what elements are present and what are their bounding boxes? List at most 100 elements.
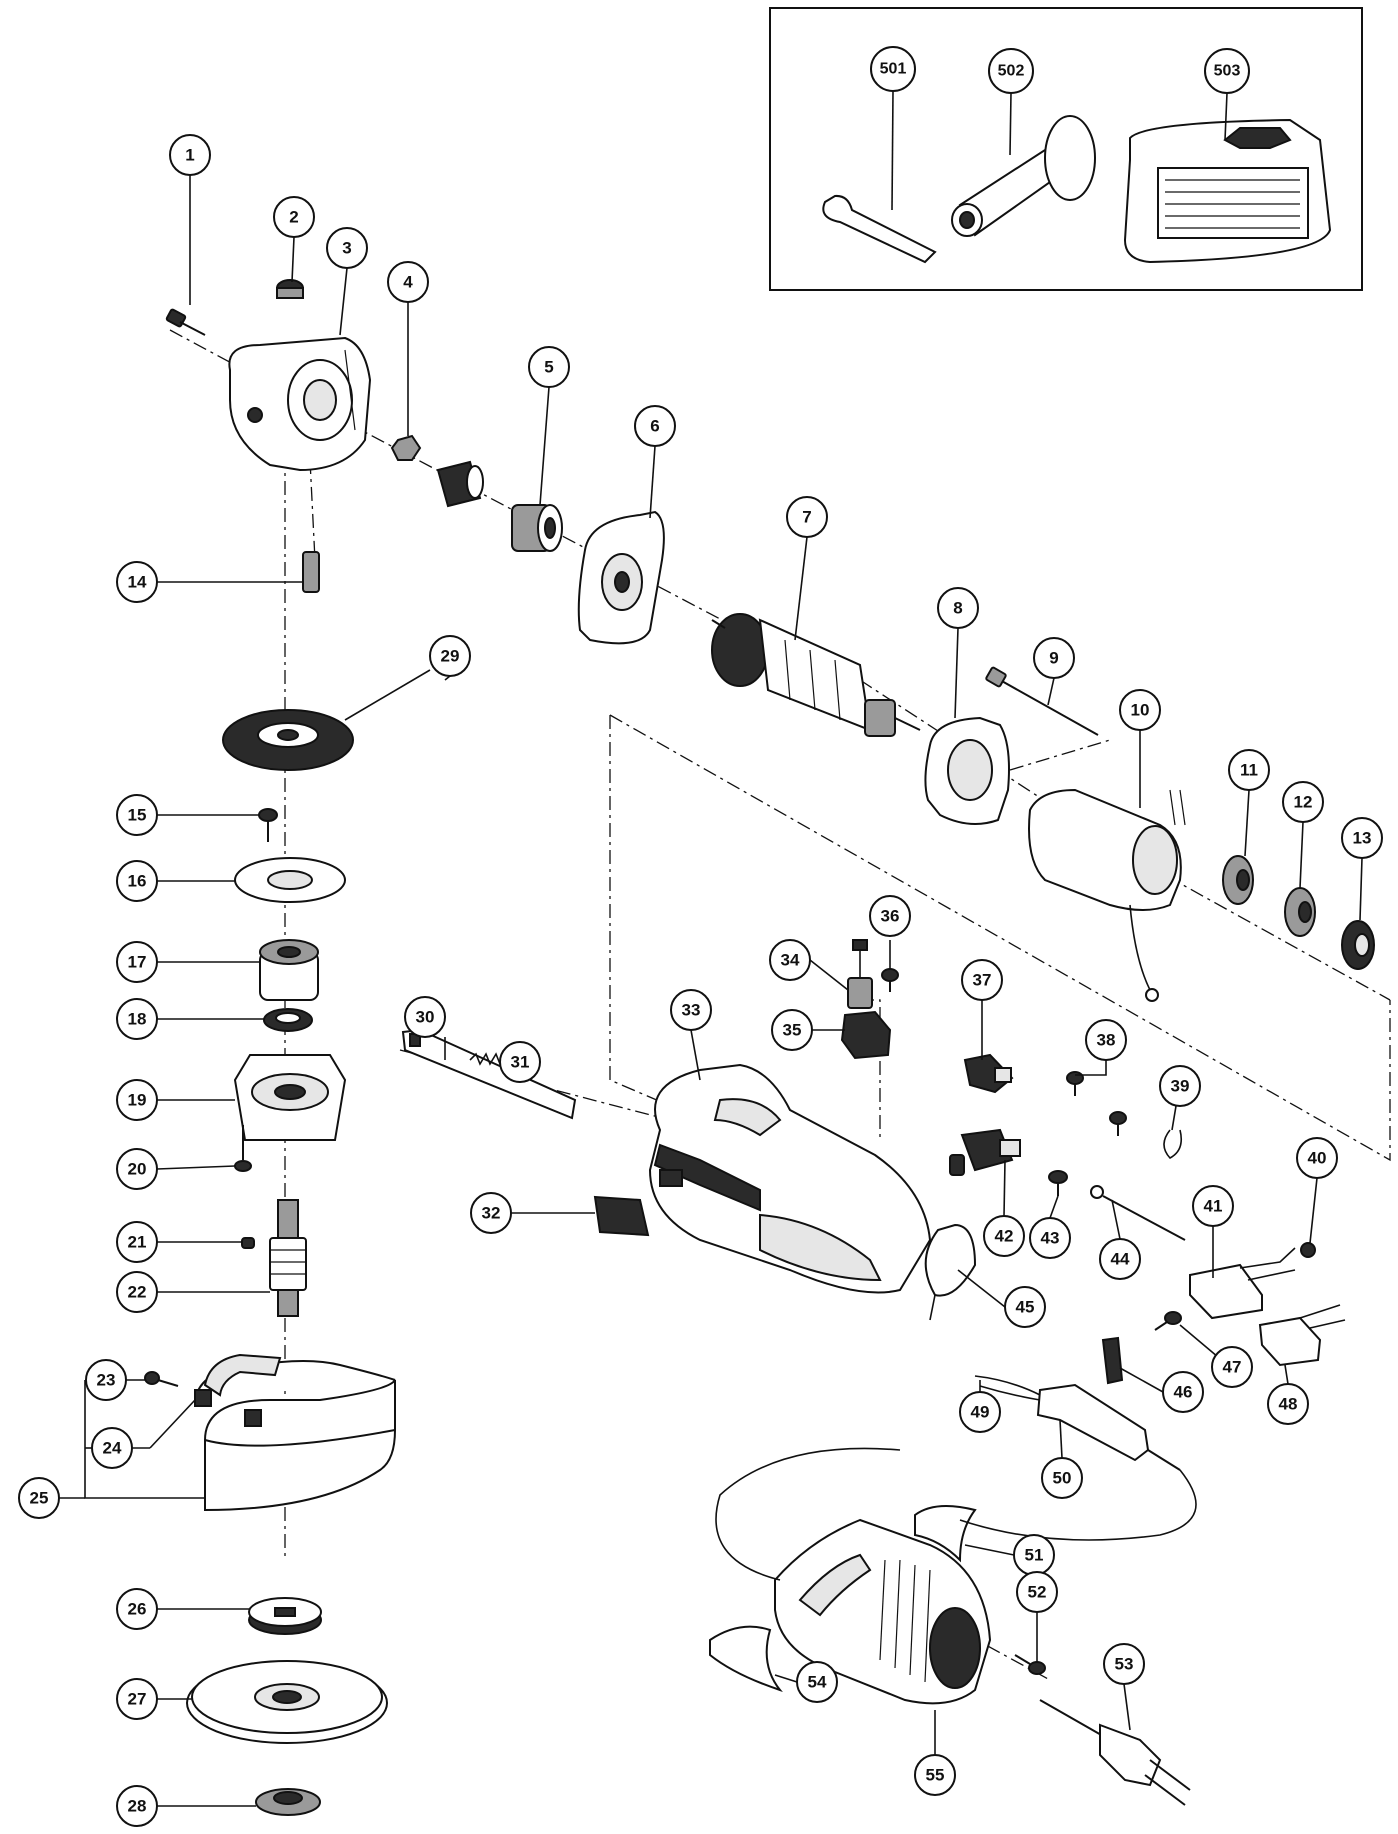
- svg-text:32: 32: [482, 1204, 501, 1223]
- svg-text:3: 3: [342, 239, 351, 258]
- part-7-armature: [711, 613, 921, 737]
- part-37-connector: [963, 1053, 1014, 1094]
- svg-text:1: 1: [185, 146, 194, 165]
- part-53-plug: [1039, 1699, 1191, 1806]
- callout-38: 38: [1085, 1019, 1127, 1061]
- svg-text:7: 7: [802, 508, 811, 527]
- svg-text:52: 52: [1028, 1583, 1047, 1602]
- callout-33: 33: [670, 989, 712, 1031]
- callout-24: 24: [91, 1427, 133, 1469]
- part-44-wire: [1090, 1185, 1186, 1241]
- callout-9: 9: [1033, 637, 1075, 679]
- callout-25: 25: [18, 1477, 60, 1519]
- leader-lines: [59, 90, 1363, 1807]
- accessory-box: [769, 7, 1363, 291]
- callout-17: 17: [116, 941, 158, 983]
- svg-text:34: 34: [781, 951, 800, 970]
- callout-26: 26: [116, 1588, 158, 1630]
- part-2-cap: [276, 279, 304, 299]
- part-11-bearing: [1222, 855, 1254, 905]
- svg-text:8: 8: [953, 599, 962, 618]
- part-18-seal: [263, 1008, 313, 1032]
- svg-text:13: 13: [1353, 829, 1372, 848]
- callout-42: 42: [983, 1215, 1025, 1257]
- callout-50: 50: [1041, 1457, 1083, 1499]
- callout-20: 20: [116, 1148, 158, 1190]
- part-13-ring: [1341, 920, 1375, 970]
- part-45-tie: [924, 1223, 977, 1321]
- callout-22: 22: [116, 1271, 158, 1313]
- svg-text:503: 503: [1214, 63, 1241, 80]
- svg-text:23: 23: [97, 1371, 116, 1390]
- part-52-screw: [1014, 1654, 1046, 1675]
- part-35-brush-holder: [840, 1010, 892, 1060]
- part-47-screw: [1154, 1311, 1182, 1331]
- svg-text:26: 26: [128, 1600, 147, 1619]
- part-3-gear-cover: [228, 336, 372, 472]
- callout-32: 32: [470, 1192, 512, 1234]
- part-503-case: [1123, 118, 1332, 264]
- part-8-brush-ring: [924, 716, 1010, 825]
- svg-text:47: 47: [1223, 1358, 1242, 1377]
- svg-text:39: 39: [1171, 1077, 1190, 1096]
- callout-52: 52: [1016, 1571, 1058, 1613]
- svg-text:15: 15: [128, 806, 147, 825]
- callout-37: 37: [961, 959, 1003, 1001]
- part-6-plate: [577, 510, 665, 645]
- svg-text:29: 29: [441, 647, 460, 666]
- callout-47: 47: [1211, 1346, 1253, 1388]
- part-9-bolt: [985, 666, 1099, 736]
- svg-text:51: 51: [1025, 1546, 1044, 1565]
- part-502-side-handle: [951, 115, 1096, 237]
- svg-text:25: 25: [30, 1489, 49, 1508]
- callout-27: 27: [116, 1678, 158, 1720]
- part-16-plate: [234, 857, 346, 903]
- part-26-flange: [248, 1597, 322, 1635]
- svg-text:19: 19: [128, 1091, 147, 1110]
- callout-36: 36: [869, 895, 911, 937]
- part-51-label: [914, 1505, 977, 1563]
- callout-21: 21: [116, 1221, 158, 1263]
- svg-text:54: 54: [808, 1673, 827, 1692]
- svg-text:21: 21: [128, 1233, 147, 1252]
- part-15-screw: [258, 808, 278, 842]
- part-27-wheel: [186, 1660, 388, 1744]
- bevel-gear: [222, 709, 354, 771]
- callout-3: 3: [326, 227, 368, 269]
- svg-text:27: 27: [128, 1690, 147, 1709]
- svg-text:6: 6: [650, 417, 659, 436]
- part-22-spindle: [269, 1199, 307, 1317]
- svg-text:35: 35: [783, 1021, 802, 1040]
- svg-text:30: 30: [416, 1008, 435, 1027]
- svg-text:42: 42: [995, 1227, 1014, 1246]
- part-39-clip: [1163, 1129, 1183, 1159]
- callout-10: 10: [1119, 689, 1161, 731]
- part-38-screws: [1066, 1071, 1127, 1136]
- callout-49: 49: [959, 1391, 1001, 1433]
- callout-40: 40: [1296, 1137, 1338, 1179]
- part-23-bolt: [144, 1371, 179, 1387]
- callout-55: 55: [914, 1754, 956, 1796]
- part-30-switch-bar: [401, 1028, 577, 1120]
- svg-text:14: 14: [128, 573, 147, 592]
- callout-4: 4: [387, 261, 429, 303]
- svg-text:31: 31: [511, 1053, 530, 1072]
- callout-8: 8: [937, 587, 979, 629]
- part-17-bearing: [259, 939, 319, 1001]
- svg-text:16: 16: [128, 872, 147, 891]
- callouts: 1 2 3 4 5 6 7 8 9 10 11 12 13 14 15 16 1…: [18, 46, 1383, 1827]
- parts: [144, 115, 1375, 1816]
- svg-text:50: 50: [1053, 1469, 1072, 1488]
- svg-text:22: 22: [128, 1283, 147, 1302]
- svg-text:43: 43: [1041, 1229, 1060, 1248]
- svg-text:18: 18: [128, 1010, 147, 1029]
- callout-19: 19: [116, 1079, 158, 1121]
- callout-15: 15: [116, 794, 158, 836]
- svg-text:12: 12: [1294, 793, 1313, 812]
- part-34-brush: [847, 939, 873, 1009]
- svg-text:44: 44: [1111, 1250, 1130, 1269]
- callout-45: 45: [1004, 1286, 1046, 1328]
- callout-30: 30: [404, 996, 446, 1038]
- callout-23: 23: [85, 1359, 127, 1401]
- callout-2: 2: [273, 196, 315, 238]
